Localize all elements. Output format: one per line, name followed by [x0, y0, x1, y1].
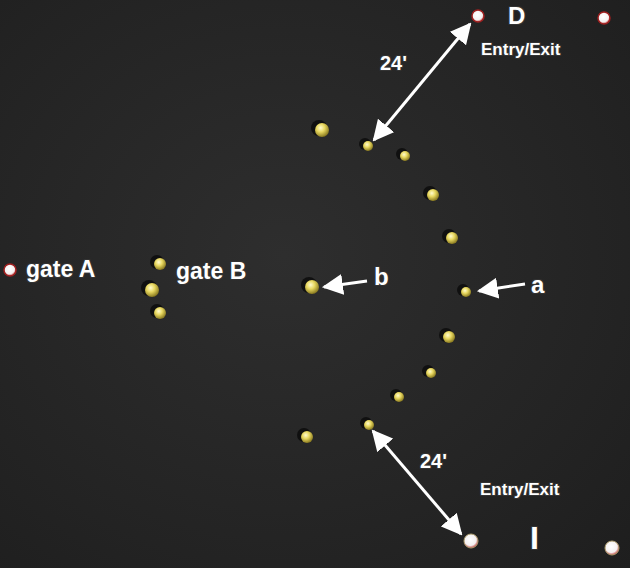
ball-markers	[141, 120, 471, 443]
corner-letter: I	[530, 520, 539, 557]
dimension-label: 24'	[420, 450, 447, 473]
point-label: a	[531, 271, 544, 299]
corner-markers	[4, 10, 619, 555]
entry-label: Entry/Exit	[481, 40, 560, 60]
dimension-label: 24'	[380, 52, 407, 75]
entry-label: Entry/Exit	[480, 480, 559, 500]
corner-letter: D	[508, 2, 525, 30]
gate-label: gate A	[26, 256, 95, 282]
dimension-arrows	[324, 24, 525, 534]
point-label: b	[374, 263, 389, 291]
gate-label: gate B	[176, 258, 246, 284]
